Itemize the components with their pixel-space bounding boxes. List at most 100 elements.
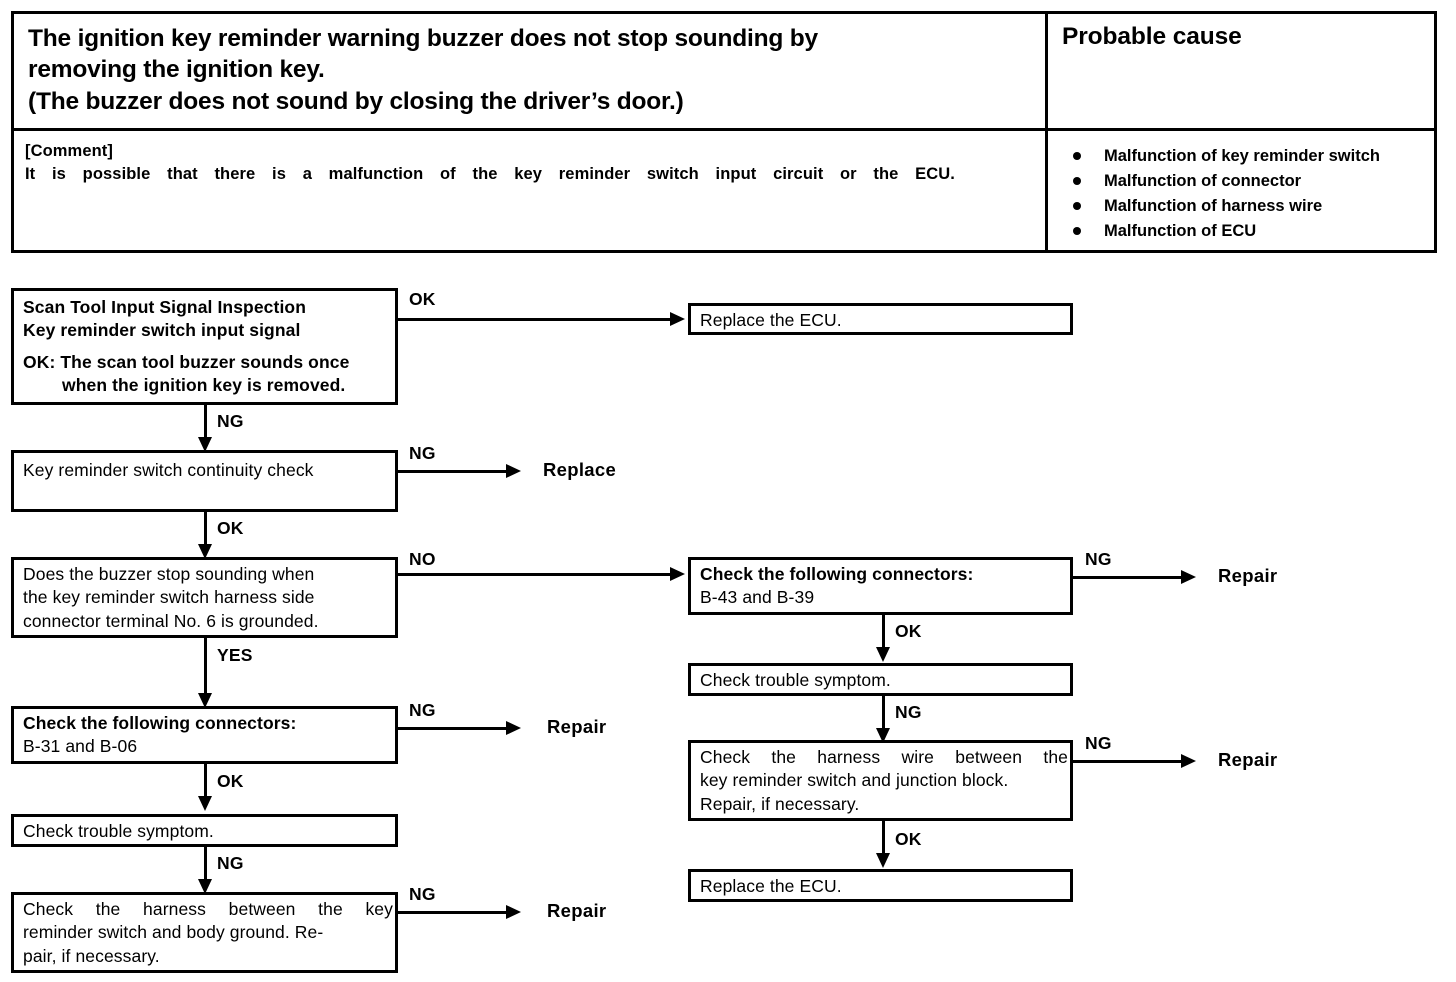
flow-box-trouble-symptom-right: Check trouble symptom. [688, 663, 1073, 696]
probable-cause-cell: Probable cause [1048, 14, 1434, 128]
label-no-right: NO [409, 549, 436, 569]
buzzer-q-line-2: the key reminder switch harness side [23, 587, 315, 608]
connectors-left-line-2: B-31 and B-06 [23, 736, 138, 757]
terminal-repair-4: Repair [1218, 749, 1278, 770]
symptom-line-2: removing the ignition key. [28, 56, 325, 84]
symptom-title: The ignition key reminder warning buzzer… [14, 14, 1045, 117]
trouble-symptom-left-text: Check trouble symptom. [23, 821, 214, 841]
flow-box-scan-tool-inspection: Scan Tool Input Signal Inspection Key re… [11, 288, 398, 405]
flow-box-continuity-check: Key reminder switch continuity check [11, 450, 398, 512]
label-ng-down-3: NG [895, 702, 922, 722]
flow-box-harness-left: Check the harness between the key remind… [11, 892, 398, 973]
connector-line [204, 847, 207, 887]
arrow-right-icon [670, 567, 685, 581]
harness-right-line-1: Check the harness wire between the [700, 747, 1068, 767]
cause-text: Malfunction of connector [1104, 172, 1302, 191]
arrow-down-icon [198, 437, 212, 452]
connector-line [882, 615, 885, 654]
connector-line [204, 512, 207, 552]
replace-ecu-bottom-text: Replace the ECU. [700, 876, 842, 896]
list-item: Malfunction of ECU [1062, 219, 1434, 244]
arrow-down-icon [198, 879, 212, 894]
arrow-right-icon [1181, 570, 1196, 584]
connectors-right-line-2: B-43 and B-39 [700, 587, 815, 608]
label-ok-down-2: OK [217, 518, 244, 538]
label-ng-down-1: NG [217, 411, 244, 431]
scan-tool-ok-line1: OK: The scan tool buzzer sounds once [23, 351, 395, 374]
harness-left-line-1: Check the harness between the key [23, 899, 393, 919]
connectors-left-line-1: Check the following connectors: [23, 713, 297, 733]
connector-line [398, 573, 672, 576]
scan-tool-ok-line2: when the ignition key is removed. [62, 374, 346, 395]
comment-label: [Comment] [25, 142, 113, 160]
connector-line [204, 638, 207, 700]
arrow-down-icon [198, 544, 212, 559]
scan-tool-subtitle: Key reminder switch input signal [23, 320, 301, 341]
symptom-line-1: The ignition key reminder warning buzzer… [28, 25, 818, 52]
connector-line [1073, 760, 1183, 763]
label-ok-down-3: OK [217, 771, 244, 791]
connector-line [398, 470, 508, 473]
scan-tool-title: Scan Tool Input Signal Inspection [23, 297, 306, 317]
arrow-right-icon [506, 905, 521, 919]
comment-block: [Comment] It is possible that there is a… [14, 131, 1045, 187]
ok-label: OK: [23, 351, 56, 372]
flow-box-trouble-symptom-left: Check trouble symptom. [11, 814, 398, 847]
list-item: Malfunction of key reminder switch [1062, 144, 1434, 169]
symptom-table: The ignition key reminder warning buzzer… [11, 11, 1437, 253]
list-item: Malfunction of harness wire [1062, 194, 1434, 219]
arrow-down-icon [198, 796, 212, 811]
connector-line [398, 727, 508, 730]
connector-line [882, 821, 885, 861]
arrow-down-icon [876, 647, 890, 662]
connector-line [204, 764, 207, 803]
arrow-right-icon [506, 464, 521, 478]
flow-box-replace-ecu-top: Replace the ECU. [688, 303, 1073, 335]
replace-ecu-top-text: Replace the ECU. [700, 310, 842, 330]
connector-line [204, 405, 207, 445]
continuity-check-text: Key reminder switch continuity check [23, 460, 314, 480]
label-ok-down-4: OK [895, 621, 922, 641]
label-ng-right-2: NG [409, 700, 436, 720]
label-ok-down-5: OK [895, 829, 922, 849]
harness-right-line-3: Repair, if necessary. [700, 793, 860, 814]
comment-cell: [Comment] It is possible that there is a… [14, 131, 1048, 250]
label-yes-down: YES [217, 645, 253, 665]
label-ng-right-5: NG [1085, 733, 1112, 753]
flow-box-replace-ecu-bottom: Replace the ECU. [688, 869, 1073, 902]
ok-line1-text: The scan tool buzzer sounds once [60, 351, 350, 372]
trouble-symptom-right-text: Check trouble symptom. [700, 670, 891, 690]
symptom-cell: The ignition key reminder warning buzzer… [14, 14, 1048, 128]
bullet-icon [1073, 177, 1081, 186]
flow-box-harness-right: Check the harness wire between the key r… [688, 740, 1073, 821]
label-ng-right-4: NG [1085, 549, 1112, 569]
spacer [23, 343, 395, 351]
connector-line [398, 318, 672, 321]
comment-row: [Comment] It is possible that there is a… [14, 131, 1434, 250]
arrow-right-icon [670, 312, 685, 326]
arrow-right-icon [1181, 754, 1196, 768]
terminal-replace-1: Replace [543, 459, 617, 480]
probable-cause-header: Probable cause [1062, 23, 1242, 50]
probable-cause-list: Malfunction of key reminder switch Malfu… [1048, 131, 1434, 244]
arrow-down-icon [876, 853, 890, 868]
harness-right-line-2: key reminder switch and junction block. [700, 770, 1009, 791]
harness-left-line-3: pair, if necessary. [23, 945, 160, 966]
flow-box-buzzer-question: Does the buzzer stop sounding when the k… [11, 557, 398, 638]
cause-text: Malfunction of ECU [1104, 222, 1257, 241]
bullet-icon [1073, 202, 1081, 211]
flow-box-connectors-right: Check the following connectors: B-43 and… [688, 557, 1073, 615]
connector-line [398, 911, 508, 914]
buzzer-q-line-3: connector terminal No. 6 is grounded. [23, 610, 319, 631]
connector-line [882, 696, 885, 735]
arrow-down-icon [876, 728, 890, 743]
arrow-right-icon [506, 721, 521, 735]
bullet-icon [1073, 227, 1081, 236]
cause-text: Malfunction of key reminder switch [1104, 147, 1380, 165]
buzzer-q-line-1: Does the buzzer stop sounding when [23, 564, 315, 584]
symptom-line-3: (The buzzer does not sound by closing th… [28, 87, 684, 115]
cause-cell: Malfunction of key reminder switch Malfu… [1048, 131, 1434, 250]
bullet-icon [1073, 152, 1081, 160]
harness-left-line-2: reminder switch and body ground. Re- [23, 922, 324, 943]
